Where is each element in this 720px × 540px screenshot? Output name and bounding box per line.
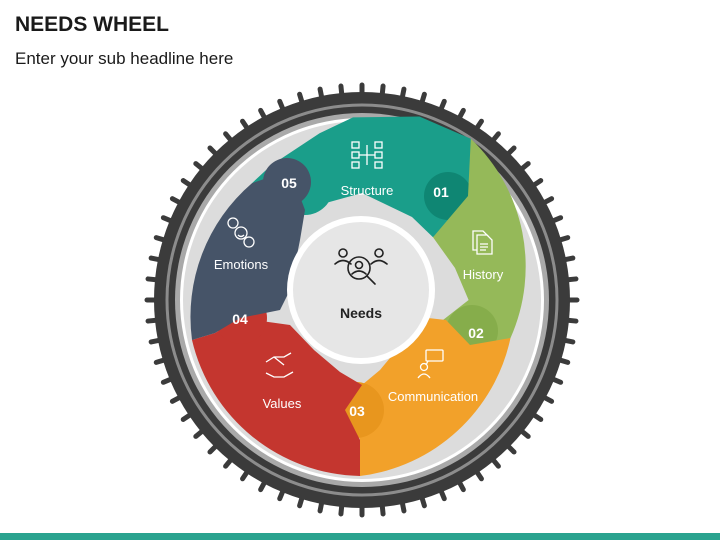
tire-groove (165, 103, 559, 497)
people-magnifier-icon (334, 248, 388, 285)
segment-label-structure: Structure (341, 183, 394, 198)
page-title: NEEDS WHEEL (15, 13, 170, 36)
segment-number-03: 03 (349, 403, 365, 419)
presenter-speech-icon (417, 349, 444, 379)
center-label: Needs (340, 305, 382, 321)
segment-number-02: 02 (468, 325, 484, 341)
page-subtitle: Enter your sub headline here (15, 49, 234, 68)
segment-number-04: 04 (232, 311, 248, 327)
segment-emotions (190, 158, 311, 340)
center-hub (293, 222, 429, 358)
flowchart-icon (351, 141, 383, 169)
segment-label-values: Values (263, 396, 302, 411)
bottom-accent-bar (0, 533, 720, 540)
emotion-faces-icon (227, 217, 255, 248)
segment-number-05: 05 (281, 175, 297, 191)
handshake-icon (265, 352, 294, 378)
segment-label-history: History (463, 267, 504, 282)
segment-label-emotions: Emotions (214, 257, 269, 272)
segment-label-communication: Communication (388, 389, 478, 404)
documents-icon (472, 230, 493, 255)
segment-number-01: 01 (433, 184, 449, 200)
